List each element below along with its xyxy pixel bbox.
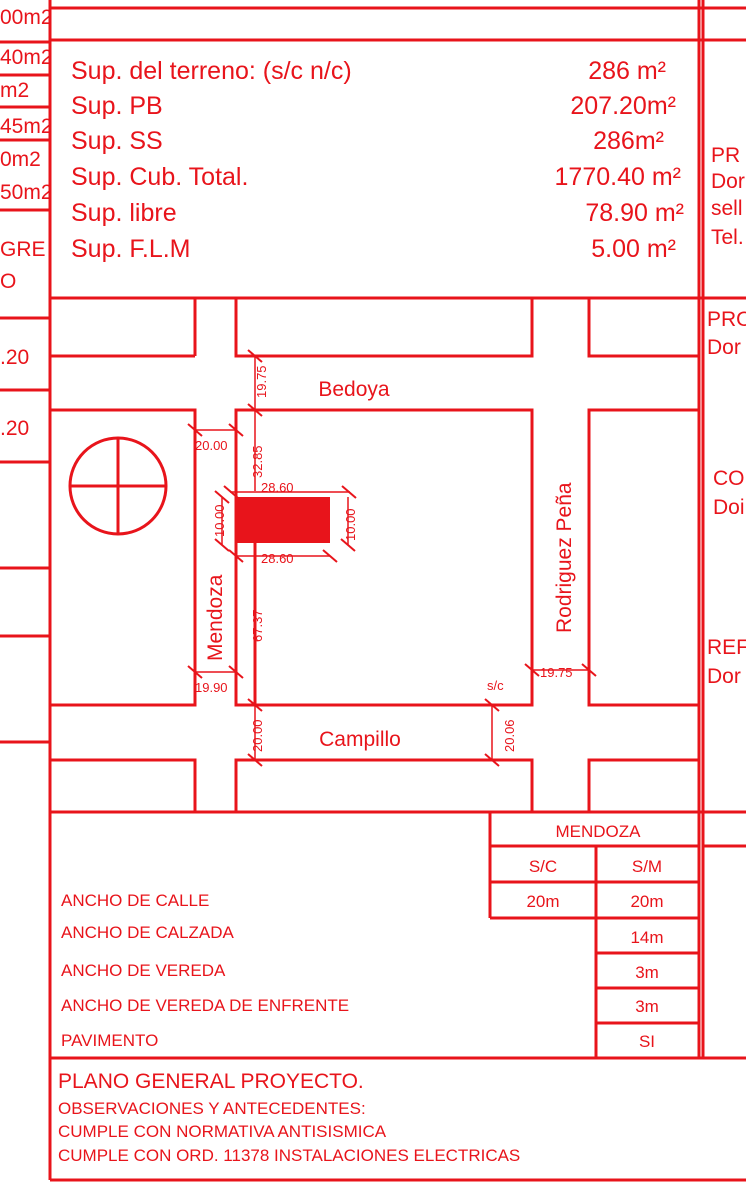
dimension-label: 32.85 bbox=[250, 445, 265, 478]
dimension-label: 19.90 bbox=[195, 680, 228, 695]
left-fragment: 50m2 bbox=[0, 181, 53, 204]
street-table-col-sm: S/M bbox=[632, 857, 662, 876]
dim-tick bbox=[247, 349, 263, 363]
dimension-label: 10.00 bbox=[343, 508, 358, 541]
dim-tick bbox=[187, 423, 203, 437]
block-north-middle bbox=[234, 298, 534, 358]
surface-value: 286m² bbox=[593, 127, 664, 155]
dimension-label: 10.00 bbox=[212, 504, 227, 537]
street-table-header: MENDOZA bbox=[556, 822, 642, 841]
project-plot bbox=[236, 497, 330, 543]
street-table-row-label: ANCHO DE VEREDA DE ENFRENTE bbox=[61, 996, 349, 1015]
street-table-row-label: ANCHO DE VEREDA bbox=[61, 961, 226, 980]
surface-value: 1770.40 m² bbox=[555, 163, 681, 191]
surface-value: 207.20m² bbox=[570, 92, 676, 120]
dimension-label: 19.75 bbox=[254, 365, 269, 398]
block-se bbox=[587, 758, 699, 812]
street-table-cell: 3m bbox=[635, 997, 659, 1016]
observations-line: OBSERVACIONES Y ANTECEDENTES: bbox=[58, 1099, 366, 1118]
left-fragment: m2 bbox=[0, 79, 29, 102]
dim-tick bbox=[484, 698, 500, 712]
left-fragment: .20 bbox=[0, 346, 29, 369]
dimension-label: 19.75 bbox=[540, 665, 573, 680]
street-table-row-label: ANCHO DE CALLE bbox=[61, 891, 209, 910]
plan-title: PLANO GENERAL PROYECTO. bbox=[58, 1070, 364, 1093]
right-fragment: PRO bbox=[707, 308, 746, 331]
right-fragment: sell bbox=[711, 197, 743, 220]
surface-label: Sup. Cub. Total. bbox=[71, 163, 248, 191]
central-block bbox=[234, 408, 534, 707]
block-east bbox=[587, 408, 699, 707]
left-fragment: 0m2 bbox=[0, 148, 41, 171]
dimension-label: 20.00 bbox=[195, 438, 228, 453]
dim-tick bbox=[340, 538, 356, 552]
dim-tick bbox=[247, 698, 263, 712]
surface-label: Sup. libre bbox=[71, 199, 177, 227]
street-table-row-label: ANCHO DE CALZADA bbox=[61, 923, 235, 942]
surface-value: 5.00 m² bbox=[591, 235, 676, 263]
dim-tick bbox=[524, 663, 540, 677]
street-table-cell: 14m bbox=[630, 928, 663, 947]
left-fragment: 45m2 bbox=[0, 115, 53, 138]
dim-tick bbox=[214, 490, 230, 504]
surface-label: Sup. PB bbox=[71, 92, 163, 120]
dim-tick bbox=[228, 423, 244, 437]
left-fragment: GRE bbox=[0, 238, 46, 261]
dim-tick bbox=[247, 753, 263, 767]
dim-tick bbox=[228, 665, 244, 679]
street-table-cell: 20m bbox=[526, 892, 559, 911]
dimension-label: 67.37 bbox=[250, 609, 265, 642]
dim-tick bbox=[223, 485, 239, 499]
right-fragment: Doi bbox=[713, 496, 745, 519]
surface-label: Sup. SS bbox=[71, 127, 163, 155]
surface-label: Sup. del terreno: (s/c n/c) bbox=[71, 57, 352, 85]
dim-tick bbox=[247, 403, 263, 417]
surface-value: 286 m² bbox=[588, 57, 666, 85]
dim-tick bbox=[228, 549, 244, 563]
right-fragment: Tel. bbox=[711, 226, 744, 249]
right-fragment: Dor bbox=[711, 170, 745, 193]
observations-line: CUMPLE CON ORD. 11378 INSTALACIONES ELEC… bbox=[58, 1146, 520, 1165]
surface-value: 78.90 m² bbox=[585, 199, 684, 227]
dim-tick bbox=[484, 753, 500, 767]
left-fragment: .20 bbox=[0, 417, 29, 440]
left-fragment: O bbox=[0, 270, 16, 293]
street-table-row-label: PAVIMENTO bbox=[61, 1031, 158, 1050]
street-table-cell: 20m bbox=[630, 892, 663, 911]
surface-label: Sup. F.L.M bbox=[71, 235, 191, 263]
block-ne bbox=[587, 298, 699, 358]
dim-tick bbox=[581, 663, 597, 677]
street-name-rodriguez-pena: Rodriguez Peña bbox=[553, 482, 576, 633]
right-fragment: REF bbox=[707, 636, 746, 659]
dimension-label: 20.06 bbox=[502, 719, 517, 752]
street-name-bedoya: Bedoya bbox=[318, 378, 390, 401]
right-fragment: PR bbox=[711, 144, 740, 167]
right-fragment: CO bbox=[713, 467, 745, 490]
block-west bbox=[50, 408, 197, 707]
left-fragment: 00m2 bbox=[0, 6, 53, 29]
dim-tick bbox=[341, 485, 357, 499]
dim-tick bbox=[322, 549, 338, 563]
street-table-cell: SI bbox=[639, 1032, 655, 1051]
corner-mark: s/c bbox=[487, 678, 504, 693]
dim-tick bbox=[214, 538, 230, 552]
street-name-campillo: Campillo bbox=[319, 728, 401, 751]
right-fragment: Dor bbox=[707, 336, 741, 359]
block-sw bbox=[50, 758, 197, 812]
left-fragment: 40m2 bbox=[0, 46, 53, 69]
dimension-label: 28.60 bbox=[261, 551, 294, 566]
street-table-col-sc: S/C bbox=[529, 857, 557, 876]
dim-tick bbox=[187, 665, 203, 679]
street-name-mendoza: Mendoza bbox=[204, 574, 227, 661]
right-fragment: Dor bbox=[707, 665, 741, 688]
street-table-cell: 3m bbox=[635, 963, 659, 982]
dimension-label: 28.60 bbox=[261, 480, 294, 495]
observations-line: CUMPLE CON NORMATIVA ANTISISMICA bbox=[58, 1122, 387, 1141]
dimension-label: 20.00 bbox=[250, 719, 265, 752]
block-south-middle bbox=[234, 758, 534, 812]
